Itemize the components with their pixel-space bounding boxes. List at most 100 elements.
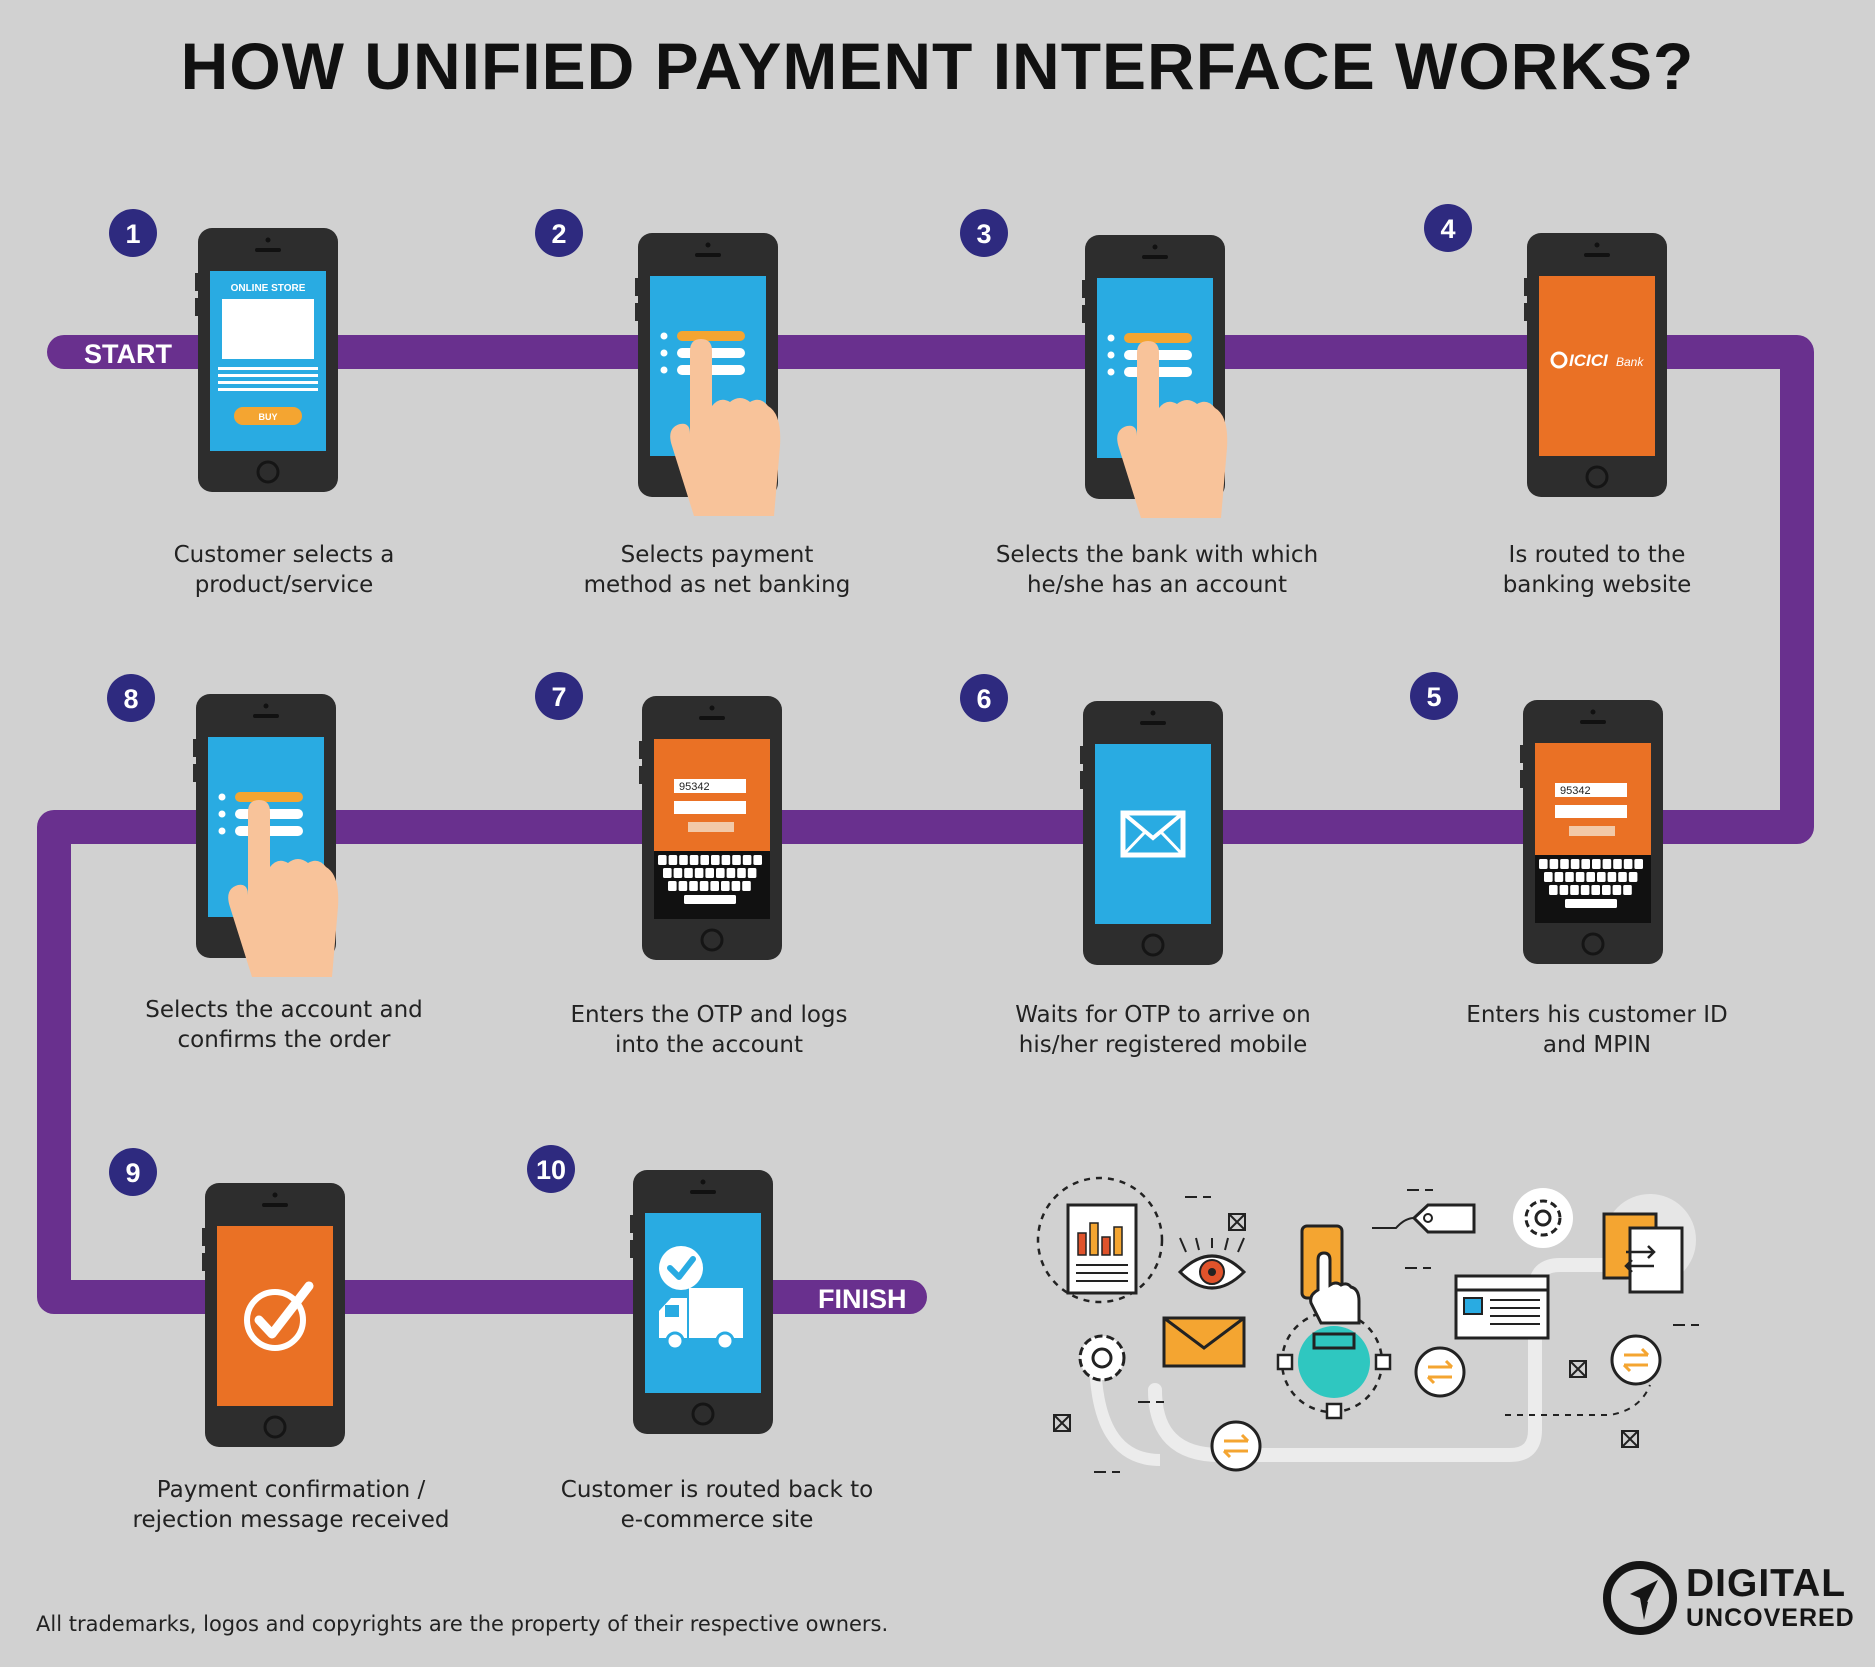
caption-line: Enters his customer ID — [1466, 1002, 1728, 1028]
step-caption-9: Payment confirmation /rejection message … — [101, 1475, 481, 1535]
keyboard-key — [1623, 859, 1633, 869]
phone-speaker — [699, 716, 725, 720]
keyboard-key — [721, 881, 730, 891]
phone-side-button — [202, 1228, 206, 1246]
transfer-arrows-icon — [1624, 1245, 1656, 1273]
mail-flap — [1163, 1316, 1245, 1350]
keyboard-key — [742, 855, 752, 865]
swap-arrows — [1426, 1359, 1454, 1385]
option-bullet — [218, 793, 226, 801]
keyboard-key — [726, 868, 736, 878]
step-10: 10 — [527, 1145, 773, 1434]
phone-camera — [265, 237, 271, 243]
phone-camera — [1150, 710, 1156, 716]
option-bullet — [1107, 368, 1115, 376]
keyboard-key — [1560, 859, 1569, 869]
step-number: 4 — [1440, 214, 1455, 244]
keyboard-key — [1623, 885, 1632, 895]
keyboard-key — [1613, 859, 1622, 869]
step-8: 8 — [107, 674, 339, 977]
caption-line: Selects payment — [620, 542, 814, 568]
envelope-icon — [1120, 810, 1186, 858]
keyboard-key — [1602, 885, 1611, 895]
swap-button-icon — [1414, 1346, 1466, 1398]
browser-image — [1463, 1297, 1483, 1315]
phone-camera — [263, 703, 269, 709]
crossed-box-lines — [1228, 1213, 1246, 1231]
step-badge — [960, 209, 1008, 257]
buy-label: BUY — [258, 412, 277, 422]
option-bullet — [660, 332, 668, 340]
caption-line: Payment confirmation / — [156, 1477, 426, 1503]
eye-ray — [1237, 1237, 1245, 1253]
keyboard-key — [1602, 859, 1612, 869]
phone-side-button — [193, 764, 197, 782]
crossed-box-lines — [1569, 1360, 1587, 1378]
phone-speaker — [1584, 253, 1610, 257]
keyboard-key — [678, 881, 688, 891]
phone-camera — [709, 705, 715, 711]
anchor-square — [1276, 1353, 1294, 1371]
phone-side-button — [1080, 771, 1084, 789]
keyboard-key — [1628, 872, 1638, 882]
price-tag-icon — [1411, 1203, 1476, 1234]
phone-side-button — [1520, 745, 1524, 763]
phone-home-button — [263, 1415, 287, 1439]
phone-side-button — [635, 303, 639, 321]
phone-home-button — [691, 1402, 715, 1426]
keyboard-key — [1565, 872, 1574, 882]
truck-wheel — [665, 1331, 685, 1351]
gear-hub — [1091, 1347, 1113, 1369]
phone-side-button — [1520, 770, 1524, 788]
brand-logo: DIGITAL UNCOVERED — [1600, 1558, 1860, 1638]
mail-icon — [1162, 1316, 1246, 1368]
step-3: 3 — [960, 209, 1228, 518]
keyboard-key — [705, 868, 714, 878]
truck-window — [665, 1305, 679, 1317]
option-bullet — [660, 366, 668, 374]
swap-arrows — [1622, 1347, 1650, 1373]
caption-line: Selects the account and — [145, 997, 423, 1023]
eye-ray — [1195, 1237, 1200, 1251]
space-key — [684, 895, 736, 904]
caption-line: confirms the order — [177, 1027, 391, 1053]
envelope-flap — [1121, 811, 1185, 841]
step-number: 5 — [1426, 682, 1441, 712]
keyboard-key — [737, 868, 746, 878]
phone-side-button — [1524, 278, 1528, 296]
keyboard-key — [747, 868, 757, 878]
product-text-line — [218, 374, 318, 377]
caption-line: Is routed to the — [1508, 542, 1686, 568]
phone-camera — [272, 1192, 278, 1198]
step-caption-6: Waits for OTP to arrive on his/her regist… — [973, 1000, 1353, 1060]
phone-home-button — [1141, 933, 1165, 957]
phone-side-button — [1524, 303, 1528, 321]
keyboard-key — [1544, 872, 1553, 882]
phone-speaker — [253, 714, 279, 718]
step-badge — [1410, 672, 1458, 720]
submit-button-shape — [1569, 826, 1615, 836]
phone-speaker — [1580, 720, 1606, 724]
bank-logo-mark — [1550, 351, 1568, 369]
phone-speaker — [255, 248, 281, 252]
code-field — [1555, 783, 1627, 797]
gear-badge — [1513, 1188, 1573, 1248]
phone-side-button — [635, 278, 639, 296]
product-image-placeholder — [222, 299, 314, 359]
brand-compass-icon — [1603, 1561, 1677, 1635]
keyboard-key — [753, 855, 762, 865]
keyboard-key — [689, 855, 699, 865]
keyboard-key — [1570, 859, 1580, 869]
caption-line: Waits for OTP to arrive on — [1015, 1002, 1311, 1028]
caption-line: his/her registered mobile — [1018, 1032, 1308, 1058]
keyboard-key — [673, 868, 683, 878]
keyboard-key — [1586, 872, 1595, 882]
